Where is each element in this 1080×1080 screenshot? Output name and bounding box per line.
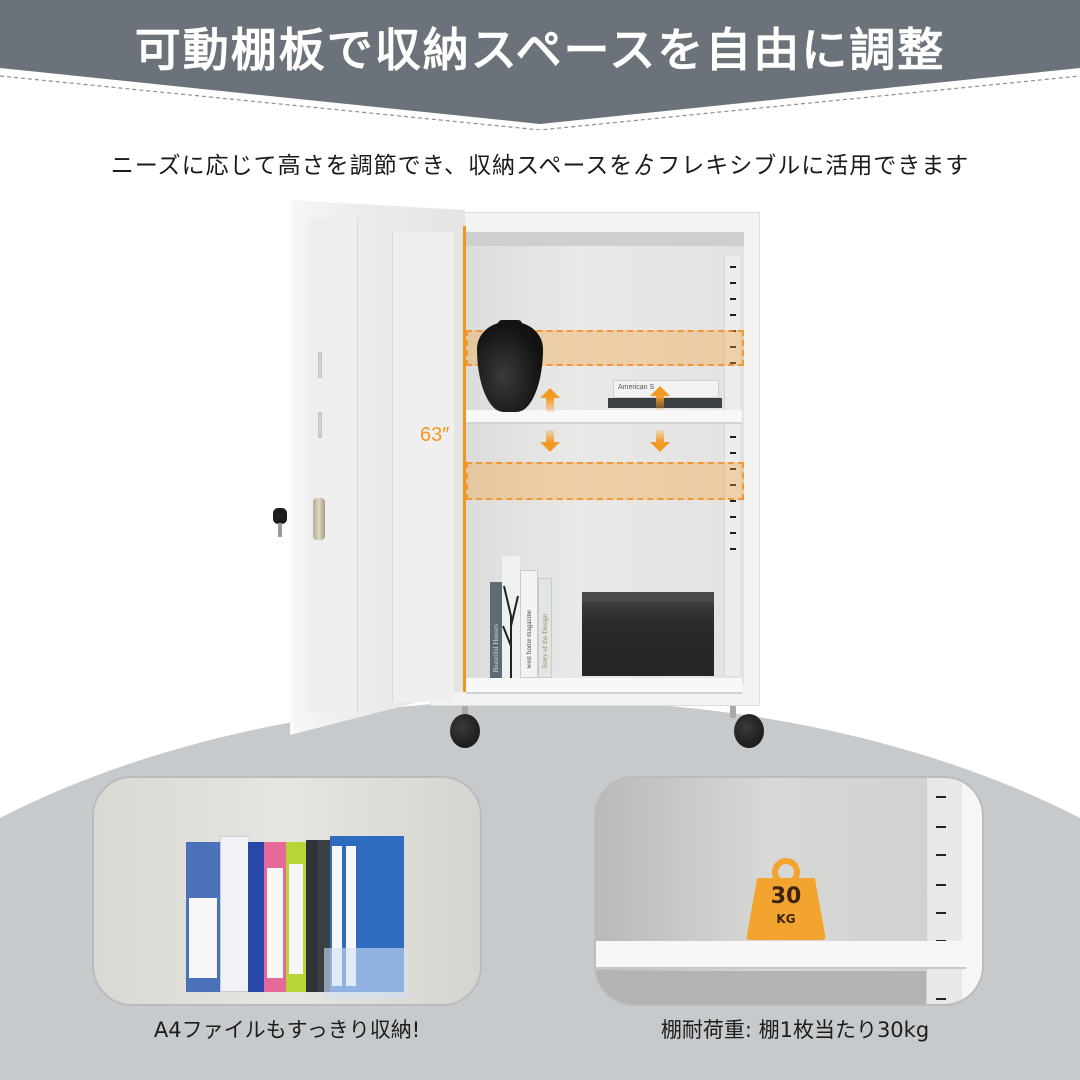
caster-wheel-icon (450, 714, 480, 748)
rail-slot (730, 362, 736, 364)
book-row: Beautiful Houses west home magazine Stor… (490, 556, 560, 678)
arrow-up-icon (650, 386, 670, 410)
middle-shelf (466, 410, 742, 424)
page-subtitle: ニーズに応じて高さを調節でき、収納スペースを⁠ゟフレキシブルに活用できます (110, 153, 970, 179)
lower-compartment (596, 971, 926, 1004)
height-measure-line (463, 226, 466, 692)
rail-slot (936, 912, 946, 914)
cabinet-illustration: American S Beautiful Houses west home ma… (273, 200, 764, 748)
rail-slot (730, 548, 736, 550)
door-inner-panel-right (392, 232, 454, 702)
lock-cylinder-icon (313, 498, 325, 540)
door-vent-slot (318, 412, 322, 438)
weight-value: 30 (770, 884, 802, 909)
binder-white (220, 836, 250, 992)
caster-stem (462, 706, 468, 718)
key-blade (278, 523, 282, 537)
arrow-down-icon (540, 430, 560, 454)
binder-navy (248, 842, 264, 992)
header-banner: 可動棚板で収納スペースを自由に調整 (0, 0, 1080, 130)
rail-slot (730, 436, 736, 438)
bottom-shelf (466, 678, 742, 694)
binder-blue (186, 842, 220, 992)
rail-slot (730, 516, 736, 518)
shelf-board (596, 941, 966, 969)
rail-slot (936, 826, 946, 828)
binder-label (189, 898, 217, 978)
rail-slot (730, 452, 736, 454)
rail-slot (730, 484, 736, 486)
rail-slot (730, 298, 736, 300)
rail-slot (936, 796, 946, 798)
book-tree-pattern (502, 556, 520, 678)
card-load-capacity: 30 KG (594, 776, 984, 1006)
file-holder-box (324, 948, 408, 998)
rail-slot (936, 884, 946, 886)
rail-slot (730, 266, 736, 268)
rail-slot (730, 346, 736, 348)
door-vent-slot (318, 352, 322, 378)
weight-icon (746, 878, 826, 940)
cabinet-side-wall (962, 778, 982, 1004)
tree-branch-icon (502, 585, 519, 678)
banner-chevron-shape (0, 0, 1080, 130)
weight-unit: KG (776, 912, 796, 926)
rail-slot (730, 532, 736, 534)
caster-wheel-icon (734, 714, 764, 748)
door-inner-panel (308, 218, 358, 713)
shelf-adjust-rail (926, 778, 962, 1004)
shelf-adjust-rail (724, 256, 740, 676)
rail-slot (730, 500, 736, 502)
binder-green (286, 842, 306, 992)
card-caption-load: 棚耐荷重: 棚1枚当たり30kg (660, 1018, 930, 1042)
binder-label (332, 846, 342, 986)
page-title: 可動棚板で収納スペースを自由に調整 (134, 23, 946, 77)
storage-box (582, 592, 714, 676)
height-measure-label: 63″ (420, 424, 450, 446)
book: Story of the Design (538, 578, 552, 678)
ghost-shelf-lower (466, 462, 744, 500)
rail-slot (730, 468, 736, 470)
rail-slot (730, 282, 736, 284)
cabinet-top-rail (466, 232, 744, 246)
key-icon (273, 508, 287, 524)
binder-black (306, 840, 318, 992)
binder-label (289, 864, 303, 974)
binder-label (267, 868, 283, 978)
arrow-down-icon (650, 430, 670, 454)
rail-slot (730, 314, 736, 316)
vase (477, 322, 543, 412)
card-a4-files (92, 776, 482, 1006)
caster-stem (730, 706, 736, 718)
rail-slot (936, 854, 946, 856)
weight-badge: 30 KG (746, 858, 826, 942)
binder-pink (264, 842, 286, 992)
arrow-up-icon (540, 388, 560, 412)
flat-book-stack (608, 398, 722, 408)
card-caption-a4: A4ファイルもすっきり収納! (153, 1018, 421, 1042)
book: west home magazine (520, 570, 538, 678)
rail-slot (936, 998, 946, 1000)
binder-label (346, 846, 356, 986)
book: Beautiful Houses (490, 582, 502, 678)
